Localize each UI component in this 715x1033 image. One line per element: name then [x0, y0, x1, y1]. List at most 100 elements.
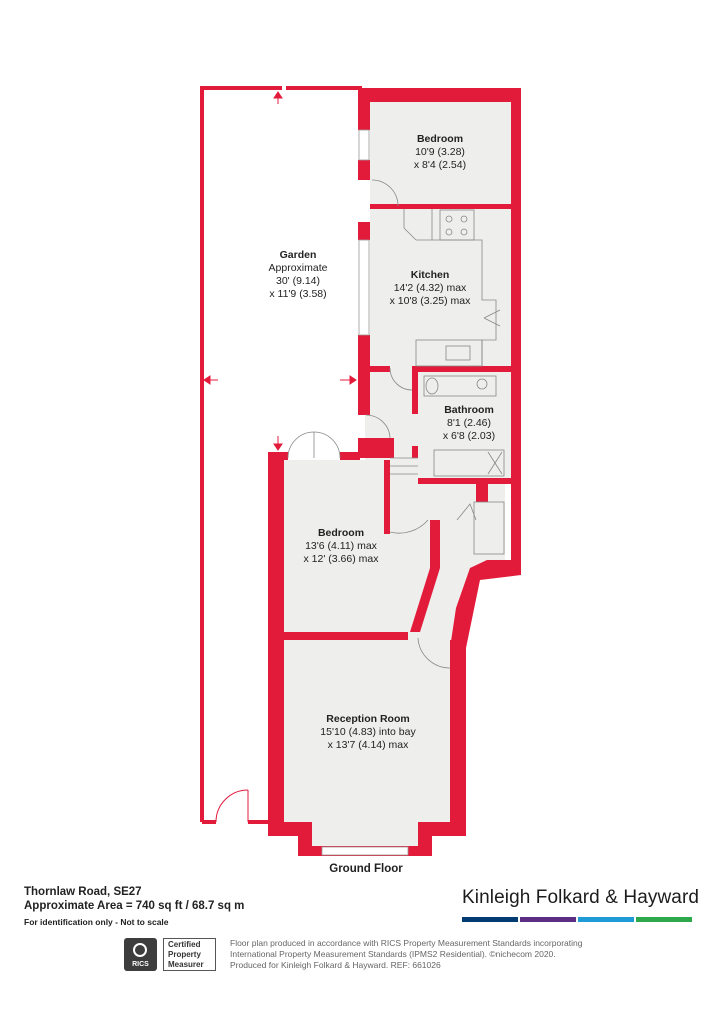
door-french-right — [313, 431, 341, 459]
arrow-garden-left-head — [203, 375, 211, 385]
hob-ring-1 — [445, 215, 453, 223]
wall-bathroom-top — [412, 366, 511, 372]
wall-bathroom-left-lower — [412, 446, 418, 458]
wall-left-mid2 — [358, 222, 370, 240]
bathroom-basin — [476, 378, 488, 390]
bathroom-basin-unit — [423, 375, 497, 397]
approximate-area: Approximate Area = 740 sq ft / 68.7 sq m — [24, 900, 245, 912]
window-bay — [321, 846, 409, 856]
wall-bathroom-left — [412, 366, 418, 414]
bay-floor — [312, 822, 418, 848]
disclaimer-line1: Floor plan produced in accordance with R… — [230, 938, 583, 948]
reception-name: Reception Room — [326, 713, 409, 725]
door-kitchen-unit — [483, 309, 501, 327]
garden-gate-swing — [215, 789, 249, 823]
reception-dim1: 15'10 (4.83) into bay — [320, 726, 416, 738]
bathroom-bath — [433, 449, 505, 477]
wall-right-reception — [450, 640, 466, 830]
rics-line3: Measurer — [168, 960, 204, 969]
hob-ring-2 — [460, 215, 468, 223]
kitchen-name: Kitchen — [411, 269, 450, 281]
wall-cupboard — [476, 484, 488, 502]
rics-badge: RICS — [124, 938, 157, 971]
wall-bedroom1-kitchen — [370, 204, 511, 209]
kitchen-dim1: 14'2 (4.32) max — [394, 282, 467, 294]
rics-logo: RICS Certified Property Measurer — [124, 938, 216, 972]
door-reception-swing — [417, 637, 451, 669]
hall-cupboard — [473, 501, 505, 555]
window-bedroom1 — [358, 129, 370, 161]
door-bedroom1-swing — [371, 179, 399, 207]
bedroom1-floor — [370, 102, 511, 206]
wall-bedroom2-diag — [410, 520, 440, 632]
brand-bar-green — [636, 917, 692, 922]
arrow-bedroom2-head — [273, 443, 283, 451]
wall-hall-block — [358, 438, 394, 458]
bedroom2-name: Bedroom — [318, 527, 364, 539]
bathroom-bath-mark — [487, 451, 503, 475]
wall-kitchen-hall — [370, 366, 390, 372]
hall-steps — [390, 457, 418, 475]
garden-name: Garden — [280, 249, 317, 261]
garden-dim2: x 11'9 (3.58) — [269, 288, 326, 300]
rics-certification: Certified Property Measurer — [163, 938, 216, 971]
bathroom-dim1: 8'1 (2.46) — [447, 417, 491, 429]
doors — [287, 179, 501, 669]
reception-floor — [278, 640, 450, 822]
disclaimer: Floor plan produced in accordance with R… — [230, 938, 582, 971]
rics-badge-text: RICS — [132, 961, 149, 968]
kitchen-floor — [370, 206, 511, 370]
bathroom-toilet — [425, 377, 439, 395]
room-labels: Bedroom 10'9 (3.28) x 8'4 (2.54) Garden … — [269, 133, 496, 875]
wall-left-upper — [358, 88, 370, 130]
bathroom-dim2: x 6'8 (2.03) — [443, 430, 495, 442]
property-info: Thornlaw Road, SE27 Approximate Area = 7… — [24, 885, 244, 929]
windows — [321, 129, 409, 856]
door-bedroom2-swing — [389, 519, 429, 534]
bedroom2-floor — [278, 460, 428, 635]
fittings — [390, 209, 505, 555]
door-bathroom-swing — [389, 367, 413, 391]
brand-bar-purple — [520, 917, 576, 922]
wall-left-lower — [358, 335, 370, 415]
arrow-garden-top-head — [273, 91, 283, 99]
kitchen-sink — [445, 345, 471, 361]
floor-label: Ground Floor — [329, 863, 403, 875]
wall-bathroom-bottom — [418, 478, 511, 484]
door-garden-swing — [365, 414, 391, 439]
brand-name: Kinleigh Folkard & Hayward — [462, 887, 700, 908]
floor-plan: Bedroom 10'9 (3.28) x 8'4 (2.54) Garden … — [200, 86, 521, 875]
address: Thornlaw Road, SE27 — [24, 886, 142, 898]
wall-bedroom2-top-left — [268, 452, 288, 460]
brand-bar-navy — [462, 917, 518, 922]
window-kitchen — [358, 239, 370, 336]
kitchen-sink-unit — [415, 339, 483, 367]
hob-ring-3 — [445, 228, 453, 236]
brand-bar-blue — [578, 917, 634, 922]
arrows — [203, 91, 357, 451]
wall-left-mid1 — [358, 160, 370, 180]
bedroom1-name: Bedroom — [417, 133, 463, 145]
rics-line2: Property — [168, 950, 201, 959]
wall-left-main — [268, 452, 284, 830]
wall-bedroom2-reception — [278, 632, 408, 640]
rics-emblem-icon — [133, 943, 147, 957]
bedroom1-dim2: x 8'4 (2.54) — [414, 159, 466, 171]
reception-dim2: x 13'7 (4.14) max — [328, 739, 410, 751]
disclaimer-line2: International Property Measurement Stand… — [230, 949, 556, 959]
arrow-garden-right-head — [349, 375, 357, 385]
hob-ring-4 — [460, 228, 468, 236]
garden-outline — [200, 86, 362, 824]
garden-boundary-left — [200, 86, 282, 822]
scale-note: For identification only - Not to scale — [24, 917, 169, 927]
floor-areas — [278, 102, 511, 848]
wall-bedroom2-right — [384, 460, 390, 534]
bedroom1-dim1: 10'9 (3.28) — [415, 146, 465, 158]
walls — [268, 88, 521, 856]
wall-right-lower — [450, 560, 521, 648]
door-french-left — [287, 431, 315, 459]
wall-top — [358, 88, 521, 102]
rics-line1: Certified — [168, 940, 201, 949]
wall-right — [511, 88, 521, 570]
garden-dim1: 30' (9.14) — [276, 275, 320, 287]
